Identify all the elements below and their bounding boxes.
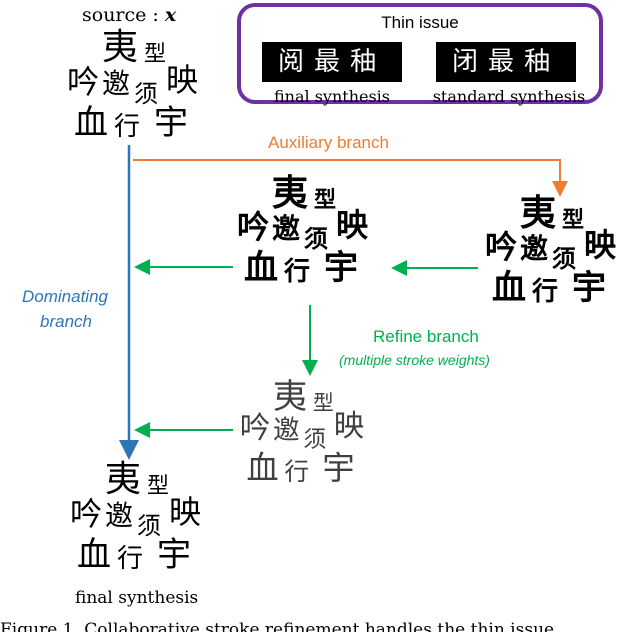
glyph-char: 宇 bbox=[157, 535, 191, 575]
glyph-char: 血 bbox=[74, 103, 108, 143]
glyph-char: 须 bbox=[304, 224, 328, 253]
glyph-char: 邀 bbox=[272, 212, 301, 245]
final-synthesis-strip: 阅最秞 bbox=[262, 42, 402, 82]
auxiliary-branch-arrow bbox=[133, 159, 568, 197]
glyph-char: 血 bbox=[492, 268, 526, 308]
thin-issue-box: Thin issue 阅最秞 闭最秞 final synthesis stand… bbox=[237, 3, 603, 106]
glyph-char: 映 bbox=[584, 226, 617, 264]
glyph-char: 吟 bbox=[239, 411, 271, 447]
glyph-char: 须 bbox=[134, 80, 158, 108]
glyph-char: 须 bbox=[303, 427, 327, 454]
glyph-char: 夷 bbox=[273, 377, 308, 417]
glyph-char: 血 bbox=[77, 535, 111, 575]
glyph-char: 吟 bbox=[485, 228, 518, 266]
glyph-char: 宇 bbox=[324, 248, 358, 288]
glyphs-final: 夷型吟邀须映血行宇 bbox=[65, 462, 225, 592]
glyph-char: 须 bbox=[552, 244, 576, 273]
glyph-char: 宇 bbox=[322, 449, 355, 488]
glyph-char: 血 bbox=[246, 449, 279, 488]
glyph-char: 行 bbox=[117, 544, 144, 574]
auxiliary-branch-label: Auxiliary branch bbox=[268, 133, 389, 152]
glyph-char: 邀 bbox=[102, 67, 131, 100]
final-synthesis-small-label: final synthesis bbox=[273, 87, 390, 106]
source-label-text: source : bbox=[82, 4, 159, 26]
glyph-char: 邀 bbox=[520, 232, 549, 265]
glyphs-bold: 夷型吟邀须映血行宇 bbox=[480, 195, 640, 323]
glyphs-thin: 夷型吟邀须映血行宇 bbox=[235, 380, 395, 508]
standard-synthesis-small-label: standard synthesis bbox=[432, 87, 586, 106]
glyph-char: 行 bbox=[284, 257, 311, 287]
glyphs-source: 夷型吟邀须映血行宇 bbox=[62, 30, 222, 150]
source-label: source : x bbox=[82, 4, 176, 26]
glyph-char: 夷 bbox=[102, 27, 139, 68]
glyph-char: 血 bbox=[244, 248, 278, 288]
glyph-char: 行 bbox=[532, 277, 559, 307]
glyph-char: 行 bbox=[114, 112, 141, 142]
glyph-char: 映 bbox=[333, 409, 365, 445]
glyph-char: 型 bbox=[562, 207, 585, 233]
glyph-char: 映 bbox=[166, 61, 199, 99]
glyph-char: 邀 bbox=[273, 415, 300, 446]
refine-branch-label: Refine branch bbox=[373, 327, 479, 346]
glyph-char: 邀 bbox=[105, 499, 134, 532]
glyph-char: 吟 bbox=[70, 495, 103, 533]
glyph-char: 夷 bbox=[520, 192, 557, 234]
standard-synthesis-strip: 闭最秞 bbox=[436, 42, 576, 82]
glyphs-auxiliary: 夷型吟邀须映血行宇 bbox=[232, 175, 402, 303]
glyph-char: 夷 bbox=[105, 459, 142, 500]
glyph-char: 宇 bbox=[572, 268, 606, 308]
final-synthesis-label: final synthesis bbox=[75, 588, 199, 608]
glyph-char: 型 bbox=[147, 474, 170, 499]
glyph-char: 吟 bbox=[237, 208, 270, 246]
source-symbol: x bbox=[164, 4, 177, 26]
glyph-char: 型 bbox=[144, 42, 167, 67]
glyph-char: 须 bbox=[137, 512, 161, 540]
figure-caption: Figure 1. Collaborative stroke refinemen… bbox=[0, 620, 555, 632]
dominating-branch-label-line2: branch bbox=[40, 312, 92, 331]
dominating-branch-label-line1: Dominating bbox=[22, 287, 108, 306]
glyph-char: 映 bbox=[336, 206, 369, 244]
glyph-char: 映 bbox=[169, 493, 202, 531]
glyph-char: 型 bbox=[312, 391, 334, 416]
glyph-char: 吟 bbox=[67, 63, 100, 101]
thin-issue-title: Thin issue bbox=[381, 13, 459, 32]
glyph-char: 夷 bbox=[272, 172, 309, 214]
glyph-char: 宇 bbox=[154, 103, 188, 143]
glyph-char: 型 bbox=[314, 187, 337, 213]
refine-branch-sublabel: (multiple stroke weights) bbox=[339, 352, 490, 368]
glyph-char: 行 bbox=[284, 456, 310, 486]
